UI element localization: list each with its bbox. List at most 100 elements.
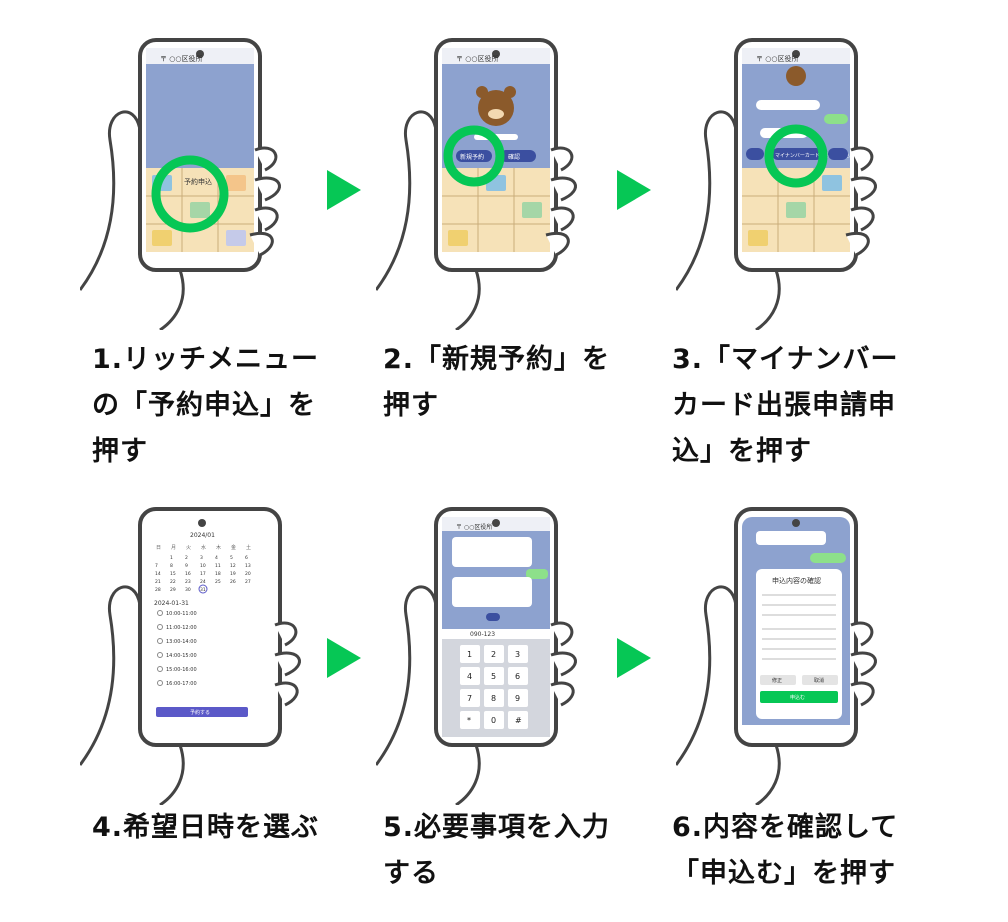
keypad-key[interactable] (460, 645, 480, 663)
keypad-key-label: 3 (515, 650, 520, 659)
chat-header-title: 〒 ○○区役所 (456, 54, 498, 63)
time-slot-list: 10:00-11:0011:00-12:0013:00-14:0014:00-1… (157, 610, 197, 687)
calendar-day[interactable]: 2 (185, 555, 188, 561)
calendar-day[interactable]: 20 (245, 571, 251, 577)
time-slot-radio[interactable] (157, 638, 163, 644)
calendar-day[interactable]: 18 (215, 571, 221, 577)
step-3-illustration: 〒 ○○区役所 マイナンバーカード出張申請申込 (674, 30, 976, 332)
message-input[interactable] (442, 629, 550, 639)
calendar-day[interactable]: 31 (200, 587, 206, 593)
weekday-label: 木 (216, 544, 221, 551)
keypad-key[interactable] (508, 711, 528, 729)
confirm-quick-reply[interactable] (500, 150, 536, 162)
calendar-day[interactable]: 21 (155, 579, 161, 585)
selected-date-heading: 2024-01-31 (154, 600, 189, 607)
arrow-right-icon (617, 638, 651, 678)
calendar-day[interactable]: 1 (170, 555, 173, 561)
cancel-button[interactable] (802, 675, 838, 685)
calendar-day[interactable]: 22 (170, 579, 176, 585)
keypad-key[interactable] (484, 711, 504, 729)
weekday-label: 火 (186, 545, 191, 551)
chat-header-title: 〒 ○○区役所 (756, 54, 798, 63)
apply-button[interactable] (760, 691, 838, 703)
arrow-right-icon (617, 170, 651, 210)
arrow-right-icon (327, 638, 361, 678)
bear-sticker-icon (478, 90, 514, 126)
calendar-day[interactable]: 12 (230, 563, 236, 569)
time-slot-label: 14:00-15:00 (166, 653, 197, 659)
time-slot-radio[interactable] (157, 666, 163, 672)
reserve-submit-label: 予約する (190, 709, 210, 716)
time-slot-label: 11:00-12:00 (166, 625, 197, 631)
keypad-key[interactable] (460, 711, 480, 729)
calendar-day[interactable]: 27 (245, 579, 251, 585)
calendar-day[interactable]: 23 (185, 579, 191, 585)
calendar-day[interactable]: 26 (230, 579, 236, 585)
keypad-key[interactable] (460, 689, 480, 707)
weekday-label: 日 (156, 545, 161, 551)
calendar-day[interactable]: 29 (170, 587, 176, 593)
calendar-day[interactable]: 15 (170, 571, 176, 577)
calendar-day[interactable]: 19 (230, 571, 236, 577)
arrow-right-icon (327, 170, 361, 210)
calendar-day[interactable]: 17 (200, 571, 206, 577)
calendar-day[interactable]: 6 (245, 555, 248, 561)
calendar-day[interactable]: 4 (215, 555, 218, 561)
calendar-day[interactable]: 9 (185, 563, 188, 569)
keypad-key[interactable] (508, 689, 528, 707)
calendar-day[interactable]: 13 (245, 563, 251, 569)
step-2-caption: 2.「新規予約」を 押す (383, 344, 611, 421)
bear-sticker-icon (786, 66, 806, 86)
highlight-ring (151, 155, 229, 233)
weekday-label: 土 (246, 544, 251, 551)
calendar-day[interactable]: 10 (200, 563, 206, 569)
highlight-ring (443, 125, 505, 187)
keypad-key-label: 6 (515, 672, 520, 681)
calendar-day[interactable]: 11 (215, 563, 221, 569)
calendar-day[interactable]: 24 (200, 579, 206, 585)
calendar-day[interactable]: 16 (185, 571, 191, 577)
time-slot-radio[interactable] (157, 610, 163, 616)
calendar-day[interactable]: 7 (155, 563, 158, 569)
confirmation-title: 申込内容の確認 (772, 576, 821, 585)
chat-header-title: 〒 ○○区役所 (456, 523, 492, 531)
keypad-key[interactable] (484, 689, 504, 707)
reserve-submit-button[interactable] (156, 707, 248, 717)
keypad-key-label: * (467, 716, 471, 725)
time-slot-label: 13:00-14:00 (166, 639, 197, 645)
time-slot-radio[interactable] (157, 652, 163, 658)
quick-reply-label: 新規予約 (460, 153, 484, 161)
step-1-caption: 1.リッチメニュー の「予約申込」を 押す (92, 344, 320, 467)
keypad-key[interactable] (508, 645, 528, 663)
keypad-key[interactable] (484, 645, 504, 663)
calendar-day[interactable]: 14 (155, 571, 161, 577)
time-slot-radio[interactable] (157, 680, 163, 686)
mynumber-card-quick-reply[interactable] (772, 148, 822, 160)
calendar-day[interactable]: 8 (170, 563, 173, 569)
quick-reply-label: 確認 (508, 153, 520, 161)
new-reservation-quick-reply[interactable] (456, 150, 492, 162)
selected-day-marker (198, 584, 208, 594)
time-slot-radio[interactable] (157, 624, 163, 630)
calendar-day[interactable]: 28 (155, 587, 161, 593)
keypad-key-label: 8 (491, 694, 496, 703)
keypad-key[interactable] (508, 667, 528, 685)
keypad-key[interactable] (484, 667, 504, 685)
time-slot-label: 16:00-17:00 (166, 681, 197, 687)
calendar-day[interactable]: 25 (215, 579, 221, 585)
keypad-key[interactable] (460, 667, 480, 685)
edit-button[interactable] (760, 675, 796, 685)
keypad-key-label: 1 (467, 650, 472, 659)
keypad-key-label: # (515, 716, 522, 725)
message-input-value: 090-123 (470, 631, 495, 638)
keypad-key-label: 5 (491, 672, 496, 681)
edit-button-label: 修正 (772, 677, 782, 684)
cancel-button-label: 取消 (814, 677, 824, 684)
calendar-day[interactable]: 30 (185, 587, 191, 593)
calendar-day[interactable]: 5 (230, 555, 233, 561)
keypad-key-label: 9 (515, 694, 520, 703)
calendar-day[interactable]: 3 (200, 555, 203, 561)
